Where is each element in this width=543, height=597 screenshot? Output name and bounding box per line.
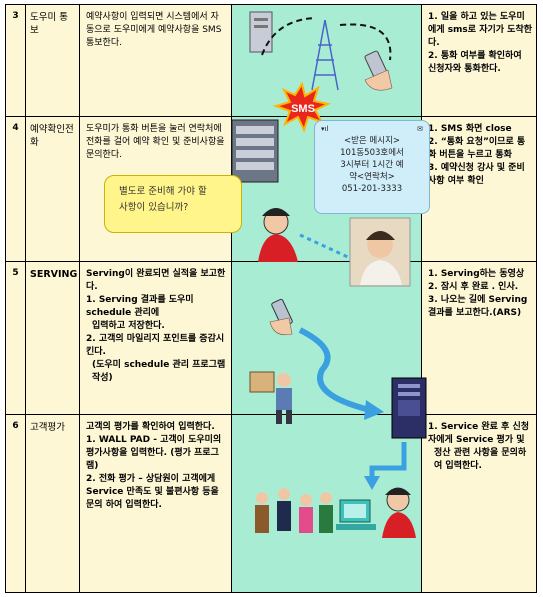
illustration-cell <box>231 261 422 415</box>
row-number: 6 <box>5 414 26 593</box>
row-number: 4 <box>5 116 26 262</box>
note-line: 1. Service 완료 후 신청자에게 Service 평가 및 <box>428 422 530 445</box>
step-description: 예약사항이 입력되면 시스템에서 자동으로 도우미에게 예약사항을 SMS 통보… <box>79 4 232 117</box>
table-row: 4 예약확인전화 도우미가 통화 버튼을 눌러 연락처에 전화를 걸어 예약 확… <box>5 116 537 262</box>
description-line: 예약사항이 입력되면 시스템에서 자동으로 도우미에게 예약사항을 SMS 통보… <box>86 12 222 48</box>
step-description: 도우미가 통화 버튼을 눌러 연락처에 전화를 걸어 예약 확인 및 준비사항을… <box>79 116 232 262</box>
step-description: Serving이 완료되면 실적을 보고한다. 1. Serving 결과를 도… <box>79 261 232 415</box>
note-line: 2. “통화 요청”이므로 통화 버튼을 누르고 통화 <box>428 137 526 160</box>
step-name: 고객평가 <box>25 414 80 593</box>
table-row: 3 도우미 통보 예약사항이 입력되면 시스템에서 자동으로 도우미에게 예약사… <box>5 4 537 117</box>
description-line: 2. 전화 평가 – 상담원이 고객에게 Service 만족도 및 불편사항 … <box>86 474 219 510</box>
illustration-cell <box>231 4 422 117</box>
note-line: 1. Serving하는 동영상 <box>428 269 525 279</box>
step-name: SERVING <box>25 261 80 415</box>
step-notes: 1. Serving하는 동영상 2. 잠시 후 완료 . 인사. 3. 나오는… <box>421 261 537 415</box>
description-line: 고객의 평가를 확인하여 입력한다. <box>86 422 215 432</box>
row-number: 5 <box>5 261 26 415</box>
note-line: 1. 일을 하고 있는 도우미에게 sms로 자기가 도착한다. <box>428 12 533 48</box>
step-name: 예약확인전화 <box>25 116 80 262</box>
process-table: 3 도우미 통보 예약사항이 입력되면 시스템에서 자동으로 도우미에게 예약사… <box>5 4 537 593</box>
illustration-cell <box>231 414 422 593</box>
description-line: 1. WALL PAD - 고객이 도우미의 평가사항을 입력한다. (평가 프… <box>86 435 222 471</box>
description-line: 입력하고 저장한다. <box>92 321 165 331</box>
note-line: 3. 예약신청 강사 및 준비 사항 여부 확인 <box>428 163 525 186</box>
note-line: 2. 잠시 후 완료 . 인사. <box>428 282 519 292</box>
table-row: 5 SERVING Serving이 완료되면 실적을 보고한다. 1. Ser… <box>5 261 537 415</box>
step-notes: 1. Service 완료 후 신청자에게 Service 평가 및 정산 관련… <box>421 414 537 593</box>
note-line: 정산 관련 사항을 문의하여 입력한다. <box>434 448 527 471</box>
description-line: (도우미 schedule 관리 프로그램 작성) <box>92 360 226 383</box>
description-line: 1. Serving 결과를 도우미 schedule 관리에 <box>86 295 194 318</box>
note-line: 3. 나오는 길에 Serving 결과를 보고한다.(ARS) <box>428 295 528 318</box>
table-row: 6 고객평가 고객의 평가를 확인하여 입력한다. 1. WALL PAD - … <box>5 414 537 593</box>
step-notes: 1. SMS 화면 close 2. “통화 요청”이므로 통화 버튼을 누르고… <box>421 116 537 262</box>
note-line: 1. SMS 화면 close <box>428 124 512 134</box>
row-number: 3 <box>5 4 26 117</box>
step-description: 고객의 평가를 확인하여 입력한다. 1. WALL PAD - 고객이 도우미… <box>79 414 232 593</box>
description-line: Serving이 완료되면 실적을 보고한다. <box>86 269 226 292</box>
step-notes: 1. 일을 하고 있는 도우미에게 sms로 자기가 도착한다. 2. 통화 여… <box>421 4 537 117</box>
description-line: 도우미가 통화 버튼을 눌러 연락처에 전화를 걸어 예약 확인 및 준비사항을… <box>86 124 225 160</box>
note-line: 2. 통화 여부를 확인하여 신청자와 통화한다. <box>428 51 522 74</box>
illustration-cell <box>231 116 422 262</box>
description-line: 2. 고객의 마일리지 포인트를 증감시킨다. <box>86 334 225 357</box>
step-name: 도우미 통보 <box>25 4 80 117</box>
